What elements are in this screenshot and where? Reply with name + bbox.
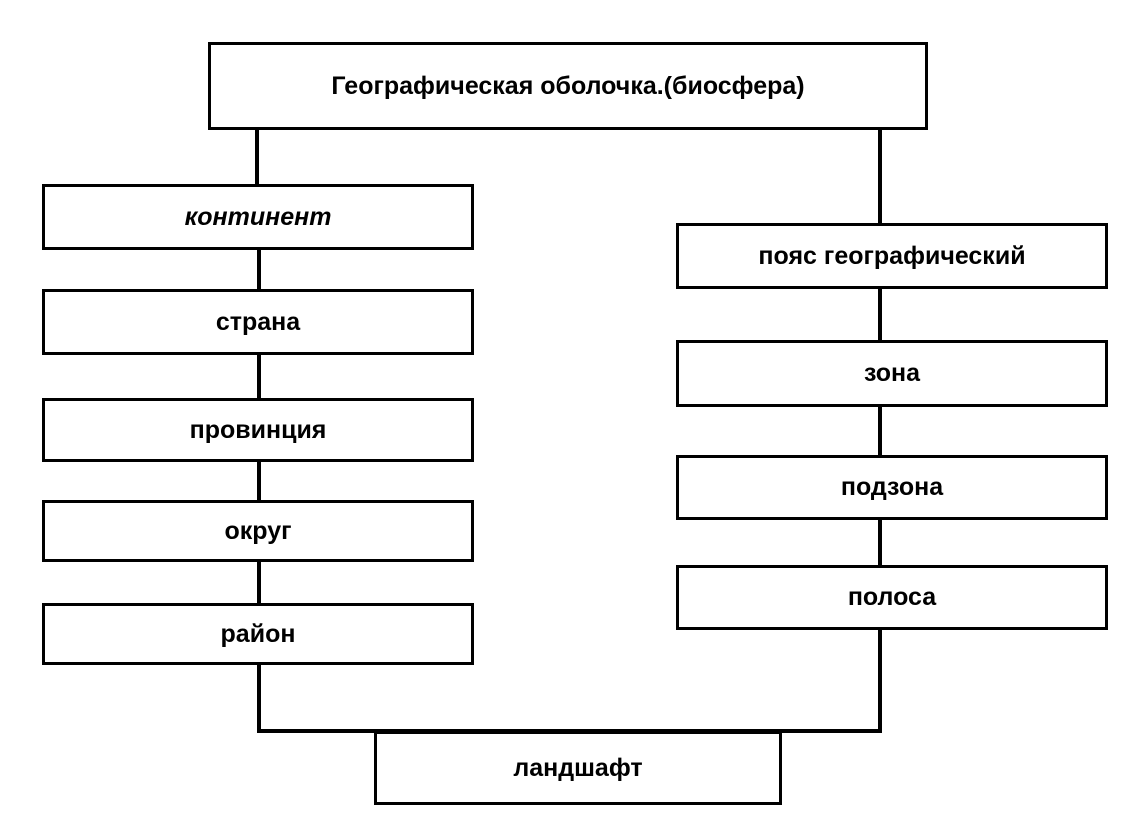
node-root: Географическая оболочка.(биосфера) xyxy=(208,42,928,130)
connector-root-right xyxy=(878,128,882,224)
node-left-1: страна xyxy=(42,289,474,355)
connector-left-down xyxy=(257,663,261,733)
node-right-3-label: полоса xyxy=(847,583,937,611)
node-left-1-label: страна xyxy=(215,307,301,336)
node-bottom-label: ландшафт xyxy=(513,753,643,782)
connector-right-1 xyxy=(878,287,882,342)
connector-left-1 xyxy=(257,248,261,290)
node-left-0-label: континент xyxy=(184,202,332,231)
node-bottom: ландшафт xyxy=(374,731,782,805)
node-left-0: континент xyxy=(42,184,474,250)
node-left-2: провинция xyxy=(42,398,474,462)
node-right-1: зона xyxy=(676,340,1108,407)
node-right-2-label: подзона xyxy=(840,473,944,501)
connector-left-3 xyxy=(257,460,261,502)
node-left-3-label: округ xyxy=(224,516,292,545)
node-left-2-label: провинция xyxy=(189,415,327,444)
connector-root-left xyxy=(255,128,259,186)
node-left-3: округ xyxy=(42,500,474,562)
node-right-0-label: пояс географический xyxy=(758,241,1026,270)
connector-right-2 xyxy=(878,405,882,457)
connector-right-3 xyxy=(878,518,882,566)
connector-left-2 xyxy=(257,353,261,400)
node-right-2: подзона xyxy=(676,455,1108,520)
node-left-4-label: район xyxy=(220,619,296,648)
node-left-4: район xyxy=(42,603,474,665)
node-right-0: пояс географический xyxy=(676,223,1108,289)
node-root-label: Географическая оболочка.(биосфера) xyxy=(331,71,805,100)
connector-left-4 xyxy=(257,560,261,605)
connector-right-down xyxy=(878,628,882,733)
node-right-1-label: зона xyxy=(863,359,921,387)
node-right-3: полоса xyxy=(676,565,1108,630)
